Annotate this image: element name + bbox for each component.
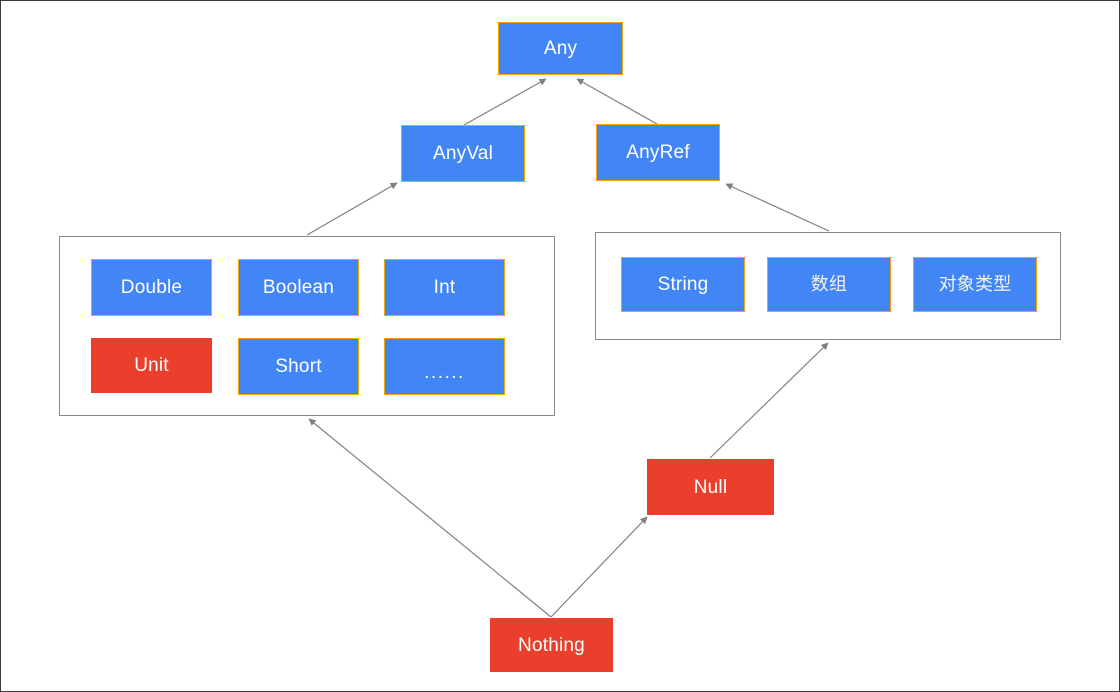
edge-nothing-to-anyvalgroup: [308, 418, 552, 618]
node-ellipsis-label: ......: [424, 362, 465, 383]
edge-anyval-to-any: [463, 78, 547, 126]
edge-null-to-anyrefgroup: [709, 342, 829, 459]
edge-nothing-to-null: [550, 516, 648, 618]
node-array[interactable]: 数组: [767, 257, 891, 312]
anyval-subtypes-group: [59, 236, 555, 416]
node-boolean[interactable]: Boolean: [238, 259, 359, 316]
node-unit[interactable]: Unit: [91, 338, 212, 393]
node-nothing[interactable]: Nothing: [490, 618, 613, 672]
edge-anyrefgroup-to-anyref: [725, 183, 830, 232]
node-short[interactable]: Short: [238, 338, 359, 395]
edge-anyvalgroup-to-anyval: [306, 182, 398, 236]
node-null[interactable]: Null: [647, 459, 774, 515]
edge-anyref-to-any: [576, 78, 658, 125]
node-anyref[interactable]: AnyRef: [596, 124, 720, 181]
node-object-type[interactable]: 对象类型: [913, 257, 1037, 312]
node-int[interactable]: Int: [384, 259, 505, 316]
anyref-subtypes-group: [595, 232, 1061, 340]
node-anyval[interactable]: AnyVal: [401, 125, 525, 182]
node-double[interactable]: Double: [91, 259, 212, 316]
node-string[interactable]: String: [621, 257, 745, 312]
node-ellipsis[interactable]: ......: [384, 338, 505, 395]
node-any[interactable]: Any: [498, 22, 623, 75]
